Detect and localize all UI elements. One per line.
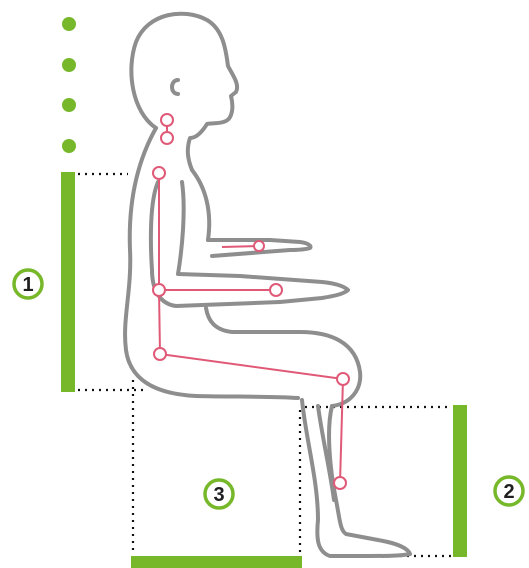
dotted-guides <box>78 174 452 556</box>
badge-3: 3 <box>205 480 233 508</box>
badge-1: 1 <box>14 270 42 298</box>
neck-joint <box>161 132 173 144</box>
lap-outline <box>206 308 360 406</box>
badge-label-2: 2 <box>503 481 514 503</box>
head-joint <box>161 114 173 126</box>
hip-bone <box>159 290 160 354</box>
ankle-joint <box>334 477 346 489</box>
green-dot <box>62 98 76 112</box>
green-dot <box>62 139 76 153</box>
shoulder-joint <box>153 167 165 179</box>
shin-bone <box>340 379 343 483</box>
wrist-joint <box>270 284 282 296</box>
seated-person-outline-icon <box>125 14 410 556</box>
seat-depth-bar-3 <box>131 556 302 568</box>
lower-leg-outline <box>302 400 410 556</box>
far-wrist-joint <box>254 241 264 251</box>
badge-label-1: 1 <box>22 274 33 296</box>
green-dot <box>62 58 76 72</box>
lower-leg-bar-2 <box>453 405 467 557</box>
green-dot-column <box>62 17 76 153</box>
green-dot <box>62 17 76 31</box>
elbow-joint <box>153 284 165 296</box>
seat-height-bar-1 <box>61 172 75 392</box>
thigh-bone <box>160 354 343 379</box>
badge-label-3: 3 <box>213 484 224 506</box>
ear-outline <box>172 80 178 94</box>
badge-2: 2 <box>495 477 523 505</box>
chest-outline <box>192 170 209 240</box>
hip-joint <box>154 348 166 360</box>
knee-joint <box>337 373 349 385</box>
